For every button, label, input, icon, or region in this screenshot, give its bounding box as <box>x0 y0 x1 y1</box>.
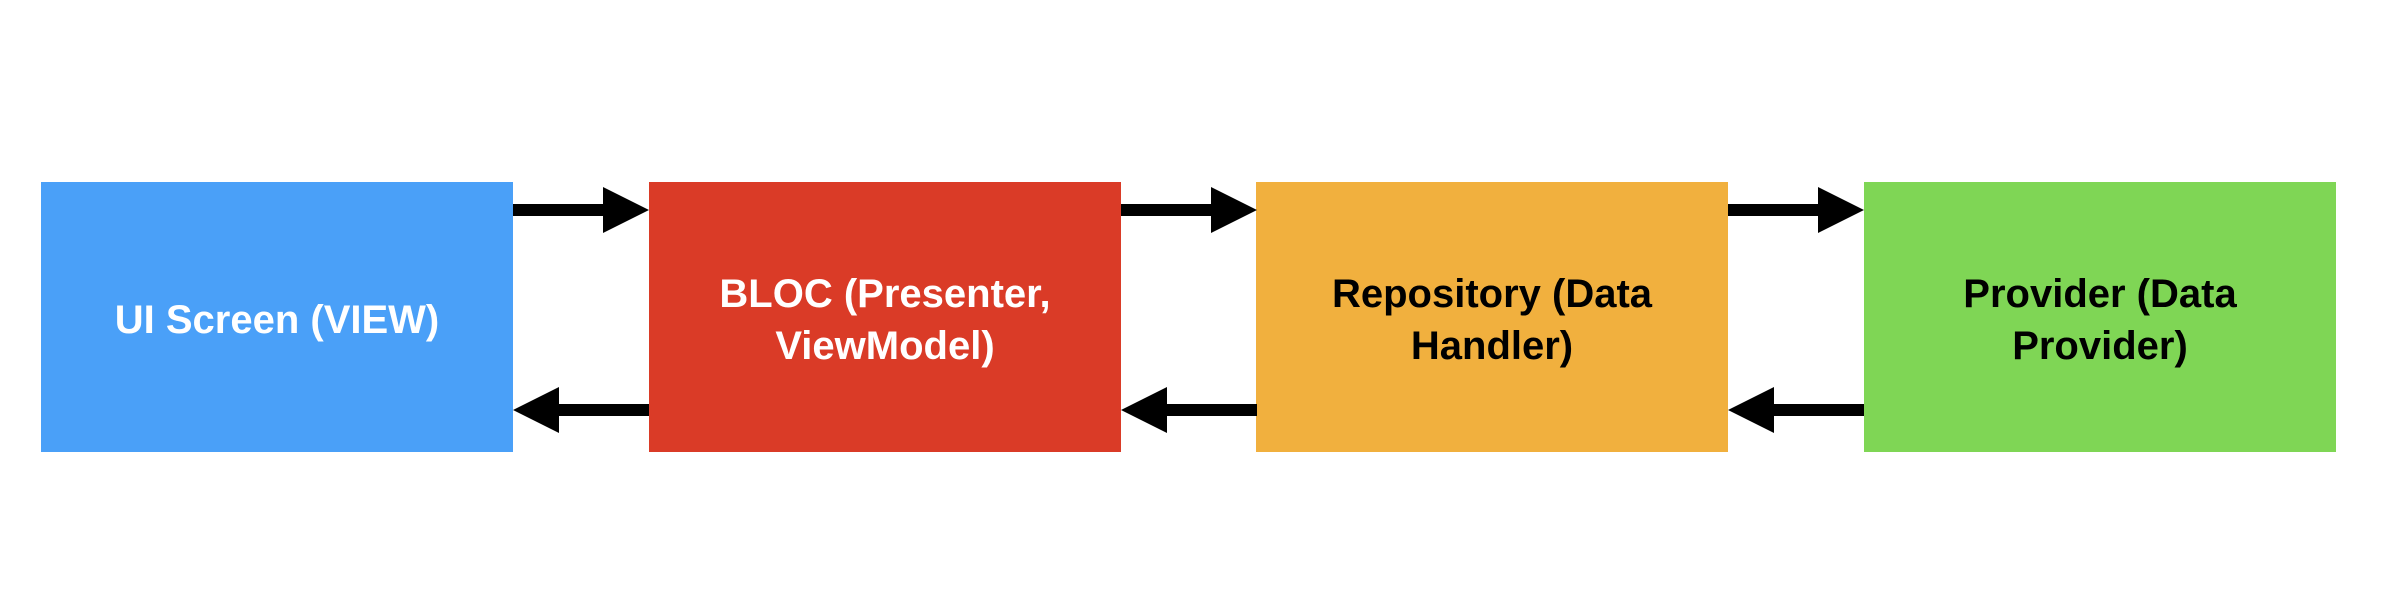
arrow-provider-to-repo <box>1728 387 1864 433</box>
arrow-repo-to-provider <box>1728 187 1864 233</box>
arrow-bloc-to-repo <box>1121 187 1257 233</box>
arrow-repo-to-bloc <box>1121 387 1257 433</box>
node-ui-screen: UI Screen (VIEW) <box>41 182 513 452</box>
node-provider-label: Provider (Data Provider) <box>1963 272 2237 368</box>
arrow-ui-to-bloc <box>513 187 649 233</box>
node-provider: Provider (Data Provider) <box>1864 182 2336 452</box>
node-bloc-label: BLOC (Presenter, ViewModel) <box>719 272 1051 368</box>
node-repository-label: Repository (Data Handler) <box>1331 272 1653 368</box>
node-ui-screen-label: UI Screen (VIEW) <box>114 298 440 342</box>
node-repository: Repository (Data Handler) <box>1256 182 1728 452</box>
node-bloc: BLOC (Presenter, ViewModel) <box>649 182 1121 452</box>
arrow-bloc-to-ui <box>513 387 649 433</box>
